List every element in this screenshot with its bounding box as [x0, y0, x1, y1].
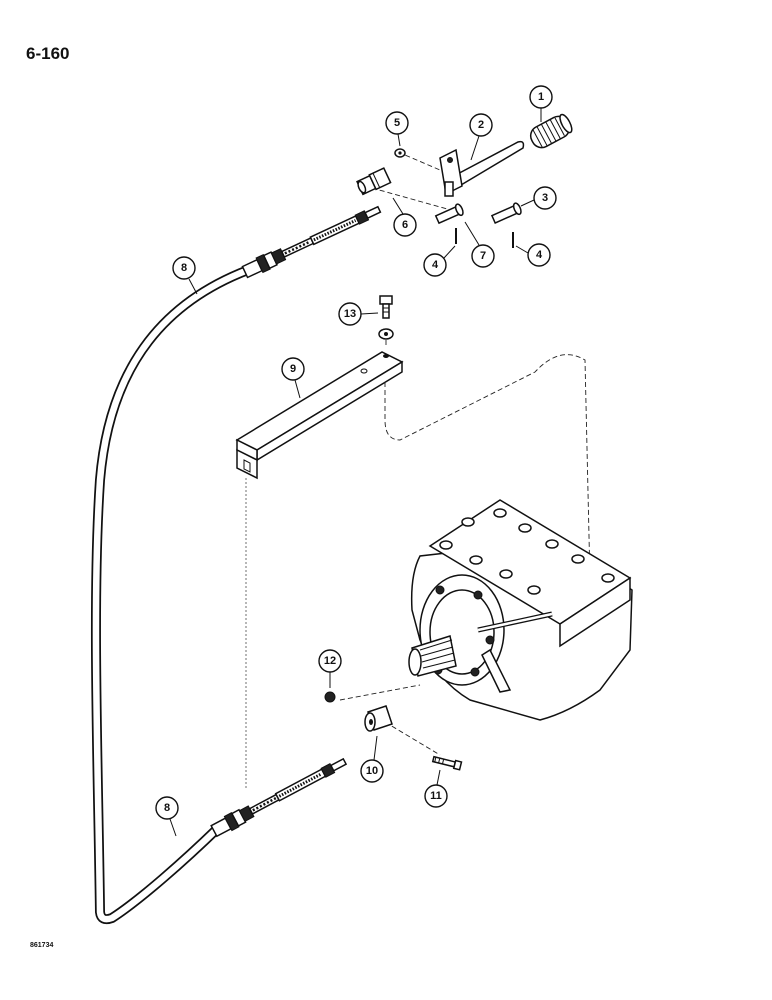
callout-12-number: 12	[324, 655, 336, 667]
callout-5-number: 5	[394, 117, 400, 129]
callout-8-bottom-number: 8	[164, 802, 170, 814]
control-lever-assembly	[356, 113, 573, 248]
transmission-housing	[384, 354, 633, 721]
control-cable	[90, 205, 382, 925]
callout-4-right-number: 4	[536, 249, 543, 261]
callout-3: 3	[520, 186, 557, 210]
callout-2-number: 2	[478, 119, 484, 131]
callout-12: 12	[318, 649, 342, 688]
callout-4-left-number: 4	[432, 259, 439, 271]
page-number: 6-160	[26, 44, 70, 63]
callout-5: 5	[385, 111, 409, 147]
callout-1: 1	[529, 85, 553, 122]
callout-7: 7	[464, 221, 495, 268]
callout-10: 10	[360, 735, 384, 783]
cable-collar-assembly	[324, 684, 463, 771]
cover-bolts	[439, 508, 615, 595]
callout-11-number: 11	[430, 790, 442, 802]
callout-10-number: 10	[366, 765, 378, 777]
callout-13: 13	[338, 302, 379, 326]
callout-7-number: 7	[480, 250, 486, 262]
callout-6-number: 6	[402, 219, 408, 231]
callout-11: 11	[424, 769, 448, 808]
callout-8-top: 8	[172, 256, 198, 295]
callout-8-bottom: 8	[155, 796, 179, 837]
callout-3-number: 3	[542, 192, 548, 204]
callout-2: 2	[469, 113, 493, 161]
callout-9-number: 9	[290, 363, 296, 375]
mounting-bracket	[235, 295, 404, 790]
callout-1-number: 1	[538, 91, 544, 103]
callout-6: 6	[392, 197, 417, 237]
callout-13-number: 13	[344, 308, 356, 320]
callout-9: 9	[281, 357, 305, 399]
callout-8-top-number: 8	[181, 262, 187, 274]
callout-4-right: 4	[515, 243, 551, 267]
output-shaft	[408, 635, 457, 677]
callout-4-left: 4	[423, 245, 456, 277]
drawing-code: 861734	[30, 942, 54, 949]
